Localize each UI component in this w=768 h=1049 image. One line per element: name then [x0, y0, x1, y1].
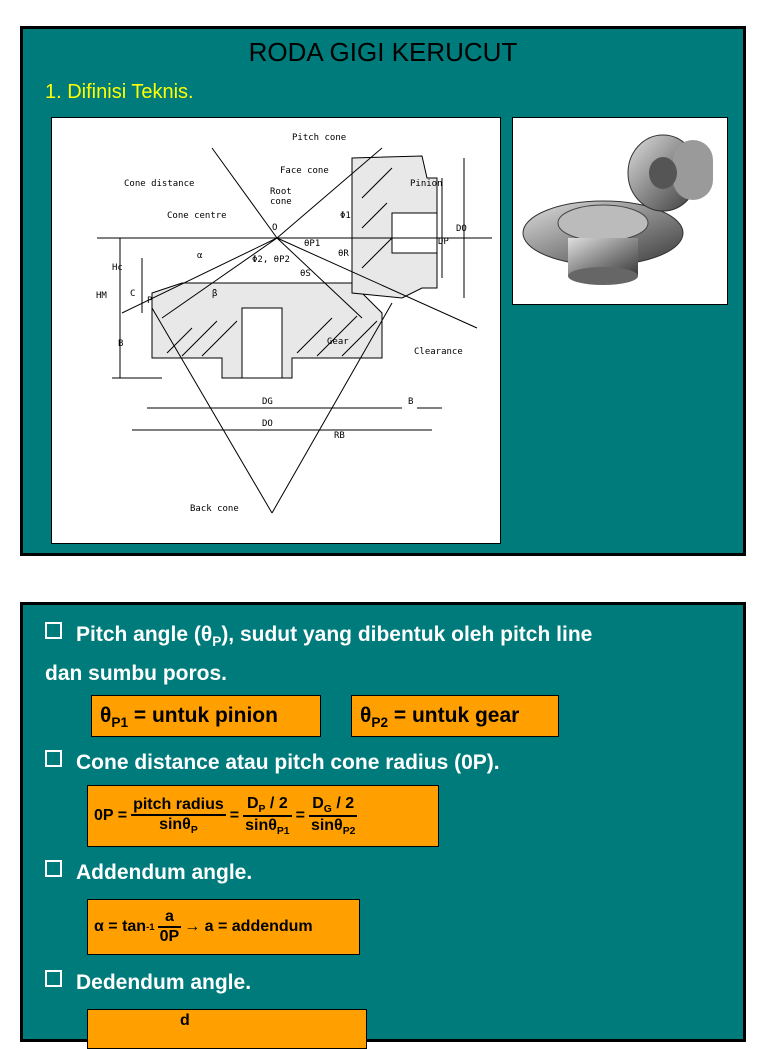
label-rb: RB: [334, 431, 345, 441]
label-do-right: DO: [456, 224, 467, 234]
label-root-cone-2: cone: [270, 197, 292, 207]
diagram-svg: Pitch cone Face cone Root cone Cone dist…: [96, 133, 492, 514]
label-face-cone: Face cone: [280, 166, 329, 176]
label-theta-s: θS: [300, 269, 311, 279]
bullet-addendum-angle: Addendum angle.: [45, 857, 735, 889]
bullet-dedendum-angle: Dedendum angle.: [45, 967, 735, 999]
bevel-gear-diagram: Pitch cone Face cone Root cone Cone dist…: [51, 117, 501, 544]
label-clearance: Clearance: [414, 347, 463, 357]
formula-theta-p2: θP2 = untuk gear: [351, 695, 559, 737]
label-phi1: Φ1: [340, 211, 351, 221]
label-gear: Gear: [327, 337, 349, 347]
formula-theta-p1: θP1 = untuk pinion: [91, 695, 321, 737]
label-hc: Hc: [112, 263, 123, 273]
label-phi2: Φ2, θP2: [252, 255, 290, 265]
label-beta: β: [212, 289, 217, 299]
label-hm: HM: [96, 291, 107, 301]
label-theta-r: θR: [338, 249, 349, 259]
label-alpha: α: [197, 251, 203, 261]
slide-title: RODA GIGI KERUCUT: [248, 37, 518, 67]
formula-dedendum-angle: d: [87, 1009, 367, 1049]
checkbox-bullet-icon: [45, 970, 62, 987]
checkbox-bullet-icon: [45, 750, 62, 767]
label-pitch-cone: Pitch cone: [292, 133, 346, 143]
label-b-left: B: [118, 339, 123, 349]
slide-subtitle: 1. Difinisi Teknis.: [45, 81, 194, 103]
label-cone-distance: Cone distance: [124, 179, 194, 189]
gear-photo-svg: [522, 134, 713, 285]
label-pinion: Pinion: [410, 179, 443, 189]
label-do-bottom: DO: [262, 419, 273, 429]
label-b-right: B: [408, 397, 413, 407]
checkbox-bullet-icon: [45, 860, 62, 877]
label-back-cone: Back cone: [190, 504, 239, 514]
label-theta-p1: θP1: [304, 239, 320, 249]
label-dp: DP: [438, 237, 449, 247]
label-root-cone: Root: [270, 187, 292, 197]
slide-top: RODA GIGI KERUCUT 1. Difinisi Teknis.: [20, 26, 746, 556]
slide-bottom: Pitch angle (θP), sudut yang dibentuk ol…: [20, 602, 746, 1049]
bullet-cone-distance: Cone distance atau pitch cone radius (0P…: [45, 747, 735, 779]
label-c: C: [130, 289, 135, 299]
checkbox-bullet-icon: [45, 622, 62, 639]
bevel-gear-photo: [512, 117, 728, 305]
label-dg: DG: [262, 397, 273, 407]
label-o: O: [272, 223, 277, 233]
label-cone-centre: Cone centre: [167, 211, 227, 221]
label-p: P: [147, 296, 153, 306]
bullet-pitch-angle: Pitch angle (θP), sudut yang dibentuk ol…: [45, 622, 593, 686]
